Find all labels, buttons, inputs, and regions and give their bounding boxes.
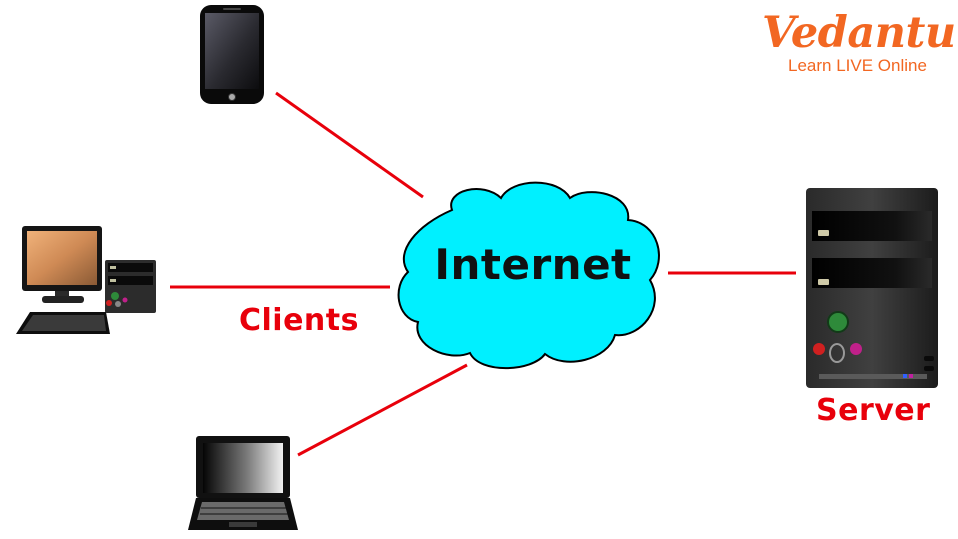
server-label: Server bbox=[816, 393, 931, 428]
server-tower-icon bbox=[806, 188, 938, 388]
smartphone-icon bbox=[200, 5, 264, 104]
link-laptop-internet bbox=[297, 363, 468, 457]
brand-name: Vedantu bbox=[762, 8, 956, 58]
link-smartphone-internet bbox=[275, 91, 424, 199]
internet-label: Internet bbox=[434, 240, 632, 289]
internet-cloud-shape bbox=[397, 181, 660, 370]
laptop-icon bbox=[188, 436, 298, 530]
clients-label: Clients bbox=[239, 303, 359, 338]
brand-tagline: Learn LIVE Online bbox=[788, 56, 927, 75]
desktop-computer-icon bbox=[16, 226, 156, 334]
vedantu-logo: Vedantu Learn LIVE Online bbox=[762, 6, 956, 76]
